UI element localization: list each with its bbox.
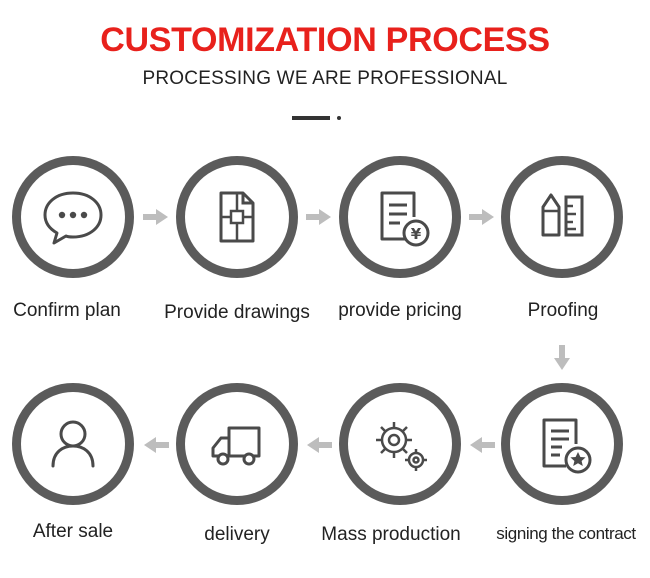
step-provide-drawings (176, 156, 298, 278)
arrow-right (306, 209, 331, 225)
arrow-right (143, 209, 168, 225)
person-icon (51, 420, 95, 468)
blueprint-icon (219, 191, 255, 243)
invoice-yen-icon: ¥ (380, 191, 430, 247)
page-title: CUSTOMIZATION PROCESS (100, 21, 550, 59)
step-delivery (176, 383, 298, 505)
step-proofing (501, 156, 623, 278)
arrow-right (469, 209, 494, 225)
arrow-left (144, 437, 169, 453)
step-label-provide-pricing: provide pricing (338, 300, 462, 321)
step-label-mass-production: Mass production (321, 524, 461, 545)
arrow-left (470, 437, 495, 453)
step-after-sale (12, 383, 134, 505)
gears-icon (376, 422, 427, 471)
step-label-confirm-plan: Confirm plan (13, 300, 121, 321)
step-label-after-sale: After sale (32, 521, 114, 542)
pencil-ruler-icon (541, 193, 584, 237)
truck-icon (211, 426, 261, 466)
step-label-signing-contract: signing the contract (496, 524, 636, 543)
contract-star-icon (542, 418, 592, 474)
arrow-left (307, 437, 332, 453)
step-signing-contract (501, 383, 623, 505)
page-subtitle: PROCESSING WE ARE PROFESSIONAL (142, 68, 508, 89)
step-provide-pricing: ¥ (339, 156, 461, 278)
arrow-down (554, 345, 570, 370)
step-label-proofing: Proofing (527, 300, 599, 321)
step-label-delivery: delivery (204, 524, 270, 545)
title-divider (292, 116, 352, 124)
svg-text:¥: ¥ (411, 225, 422, 243)
step-label-provide-drawings: Provide drawings (164, 302, 310, 323)
step-mass-production (339, 383, 461, 505)
step-confirm-plan (12, 156, 134, 278)
chat-bubble-icon (43, 191, 103, 245)
